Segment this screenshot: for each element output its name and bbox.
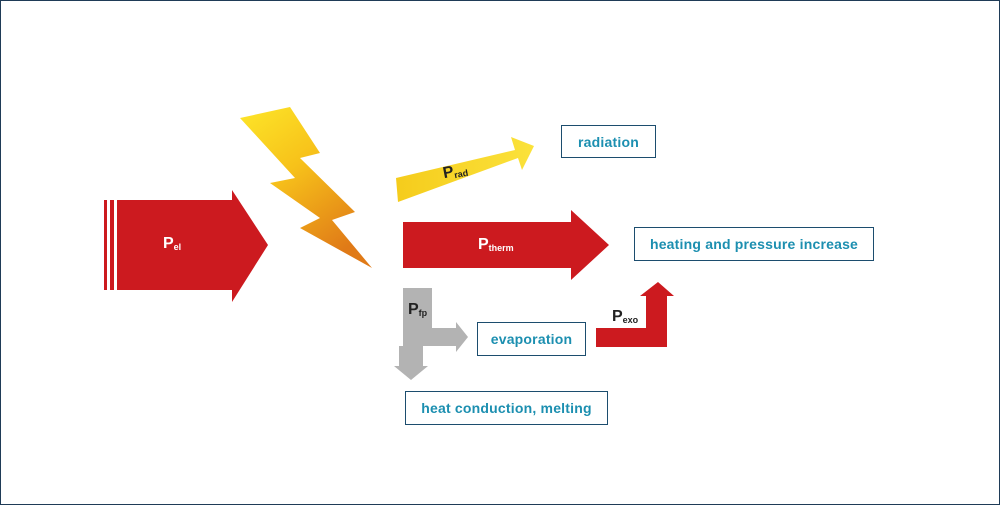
ptherm-label: Ptherm bbox=[478, 236, 514, 253]
pel-arrow bbox=[104, 190, 268, 302]
ptherm-arrow bbox=[403, 210, 609, 280]
pexo-label: Pexo bbox=[612, 308, 639, 325]
pel-label: Pel bbox=[163, 235, 182, 252]
pel-stripe bbox=[104, 200, 107, 290]
pfp-arrow bbox=[394, 288, 468, 380]
lightning-bolt-icon bbox=[240, 107, 372, 268]
heating-box: heating and pressure increase bbox=[634, 227, 874, 261]
pel-arrow-body bbox=[117, 190, 268, 302]
pel-stripe bbox=[110, 200, 114, 290]
pexo-arrow bbox=[596, 282, 674, 347]
heat-conduction-box: heat conduction, melting bbox=[405, 391, 608, 425]
evaporation-box: evaporation bbox=[477, 322, 586, 356]
pfp-label: Pfp bbox=[408, 301, 428, 318]
radiation-box: radiation bbox=[561, 125, 656, 158]
prad-arrow bbox=[396, 137, 534, 202]
